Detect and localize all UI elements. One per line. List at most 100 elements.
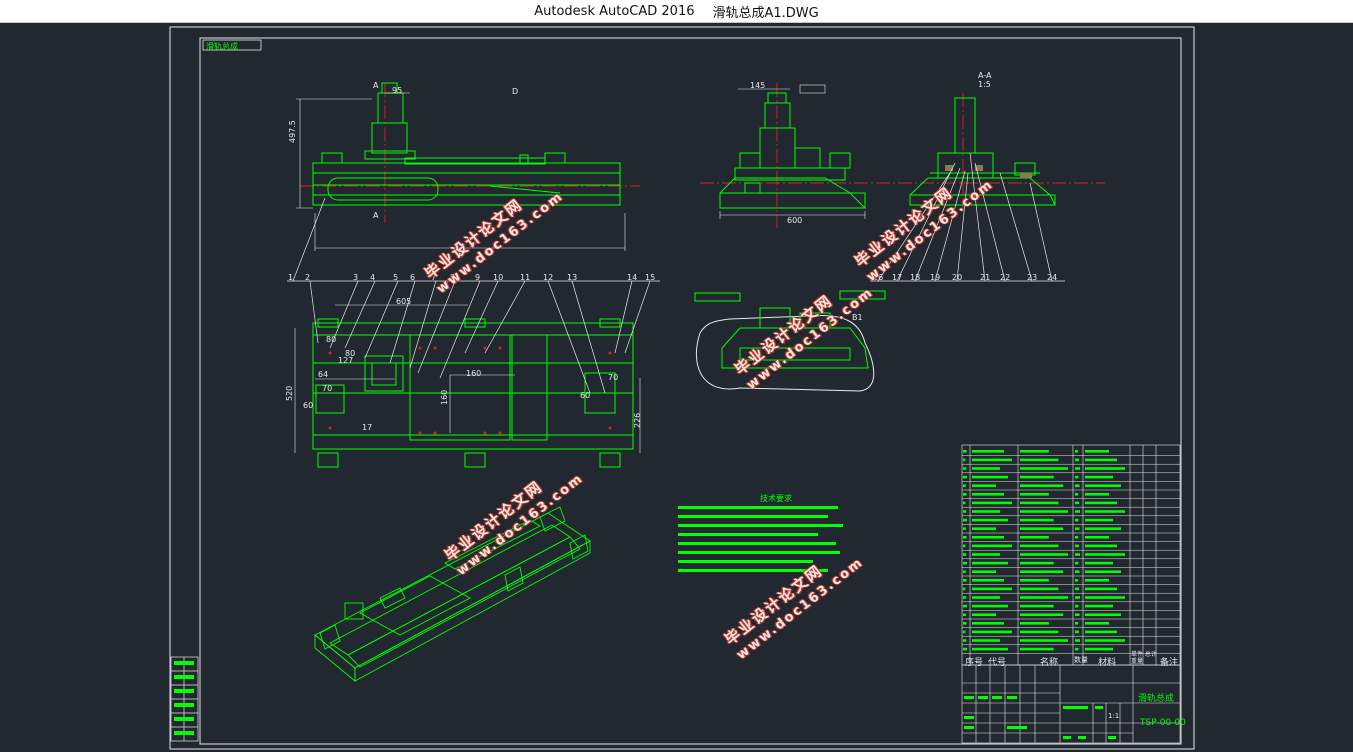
bom-row-text — [972, 579, 1004, 582]
balloon-23: 23 — [1027, 273, 1038, 282]
bom-row-text — [972, 458, 1012, 462]
bom-row-text — [1075, 613, 1080, 616]
inner-border — [199, 37, 1182, 745]
bom-row-text — [1020, 518, 1054, 522]
bom-row-text — [972, 527, 996, 530]
drawing-canvas[interactable]: 滑轨总成 497.5 95 A A D 145 600 A-A 1:5 605 … — [0, 23, 1353, 752]
dim-plan-f: 60 — [303, 401, 314, 410]
bom-row-text — [972, 570, 996, 573]
bom-row-text — [963, 570, 966, 573]
bom-row-text — [1085, 561, 1113, 565]
dim-plan-k: 60 — [580, 391, 591, 400]
bom-row-text — [1075, 501, 1079, 505]
bom-row-text — [1085, 604, 1113, 608]
bom-row-text — [1020, 647, 1054, 651]
front-view-dims — [296, 92, 626, 251]
balloon-10: 10 — [493, 273, 504, 282]
bom-row-text — [1020, 579, 1049, 582]
dim-plan-i: 160 — [440, 389, 449, 405]
dim-plan-a: 80 — [326, 335, 337, 344]
centerlines — [300, 83, 1105, 228]
bom-row-text — [972, 467, 1000, 470]
bom-row-text — [1020, 467, 1068, 470]
bom-row-text — [1020, 450, 1049, 453]
bom-row-text — [963, 561, 967, 565]
bom-row-text — [1075, 570, 1080, 573]
bom-row-text — [1020, 596, 1068, 599]
bom-row-text — [1085, 622, 1109, 625]
tech-requirements-title: 技术要求 — [760, 494, 792, 503]
balloon-24: 24 — [1047, 273, 1058, 282]
bom-row-text — [972, 518, 1008, 522]
balloon-7: 7 — [431, 273, 437, 282]
tech-req-lines — [678, 506, 843, 572]
bom-row-text — [1020, 458, 1059, 462]
bom-row-text — [972, 553, 1000, 556]
drawing-svg[interactable] — [0, 23, 1353, 752]
bom-row-text — [1020, 501, 1059, 505]
bom-row-text — [1020, 622, 1049, 625]
bom-row-text — [1075, 587, 1079, 591]
bom-row-text — [1020, 561, 1054, 565]
bom-row-text — [1020, 630, 1059, 634]
dim-plan-j: 70 — [608, 373, 619, 382]
bom-header-qty: 数量 — [1074, 656, 1088, 664]
bom-row-text — [972, 639, 1000, 642]
bom-row-text — [972, 604, 1008, 608]
bom-row-text — [1085, 518, 1113, 522]
detail-mark: A-A — [978, 71, 992, 80]
bom-row-text — [1075, 604, 1079, 608]
bom-row-text — [963, 596, 967, 599]
dim-plan-width: 605 — [396, 297, 412, 306]
dim-plan-g: 17 — [362, 423, 373, 432]
side-view-dims — [719, 84, 866, 219]
balloon-3: 3 — [353, 273, 359, 282]
bom-row-text — [1085, 484, 1121, 487]
bom-row-text — [1020, 613, 1064, 616]
bom-row-text — [963, 450, 967, 453]
bom-row-text — [963, 493, 967, 496]
dim-side-width: 600 — [787, 216, 803, 225]
bom-row-text — [963, 518, 967, 522]
bom-row-text — [963, 458, 966, 462]
title-block-fill — [964, 696, 1116, 739]
bom-row-text — [1075, 475, 1079, 479]
bom-row-text — [1020, 570, 1064, 573]
dim-plan-b: 80 — [345, 349, 356, 358]
bom-row-text — [972, 501, 1012, 505]
bom-row-text — [1085, 579, 1109, 582]
balloon-2: 2 — [305, 273, 311, 282]
bom-row-text — [972, 544, 1012, 548]
balloon-11: 11 — [520, 273, 531, 282]
bom-row-text — [1075, 510, 1080, 513]
bom-header-weight: 单件 总计 重量 — [1131, 651, 1157, 665]
bom-row-text — [963, 553, 967, 556]
drawing-code: TSP-00-00 — [1140, 718, 1186, 728]
bom-row-text — [963, 622, 967, 625]
dim-plan-height: 520 — [285, 385, 294, 401]
plan-view-dims — [294, 304, 641, 453]
balloon-1: 1 — [288, 273, 294, 282]
bom-row-text — [963, 647, 967, 651]
bom-row-text — [963, 510, 967, 513]
bom-row-text — [972, 475, 1008, 479]
bom-row-text — [972, 596, 1000, 599]
bom-row-text — [963, 467, 967, 470]
bom-row-text — [963, 501, 966, 505]
bom-header-material: 材料 — [1098, 658, 1117, 668]
bom-row-text — [963, 475, 967, 479]
bom-row-text — [1085, 544, 1117, 548]
window-title-bar: Autodesk AutoCAD 2016 滑轨总成A1.DWG — [0, 0, 1353, 23]
section-hatch — [945, 165, 1032, 178]
bom-row-text — [1075, 458, 1079, 462]
bom-row-text — [972, 510, 1000, 513]
section-detail-mark: B1 — [852, 313, 863, 322]
scale-value: 1:1 — [1108, 712, 1120, 720]
balloon-21: 21 — [980, 273, 991, 282]
bom-row-text — [972, 561, 1008, 565]
bom-row-text — [1075, 553, 1080, 556]
balloon-6: 6 — [410, 273, 416, 282]
bom-header-name: 名称 — [1040, 658, 1059, 668]
bom-row-text — [1075, 579, 1078, 582]
balloon-8: 8 — [450, 273, 456, 282]
